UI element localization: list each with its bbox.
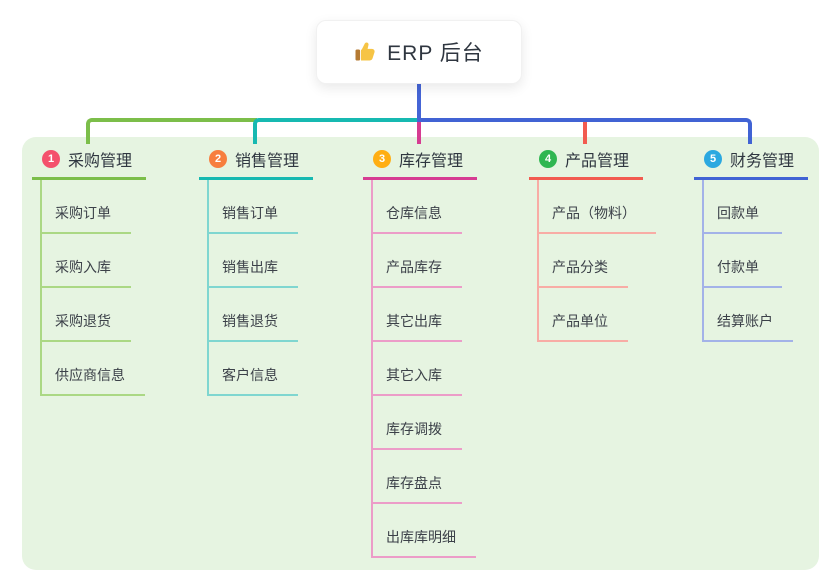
branch-node-4: 4 产品管理 产品（物料）产品分类产品单位 bbox=[529, 147, 656, 342]
branch-node-3: 3 库存管理 仓库信息产品库存其它出库其它入库库存调拨库存盘点出库库明细 bbox=[363, 147, 477, 558]
connector-branch-5 bbox=[417, 118, 752, 144]
branch-item-list: 采购订单采购入库采购退货供应商信息 bbox=[40, 180, 146, 396]
mindmap-item[interactable]: 销售出库 bbox=[209, 234, 298, 288]
branch-number-badge: 2 bbox=[209, 150, 227, 168]
connector-branch-3 bbox=[417, 120, 421, 144]
mindmap-item[interactable]: 产品单位 bbox=[539, 288, 628, 342]
thumbs-up-icon bbox=[354, 40, 378, 64]
branch-node-1: 1 采购管理 采购订单采购入库采购退货供应商信息 bbox=[32, 147, 146, 396]
mindmap-item[interactable]: 出库库明细 bbox=[373, 504, 476, 558]
branch-title-label: 财务管理 bbox=[730, 153, 795, 170]
branch-title-label: 销售管理 bbox=[235, 153, 300, 170]
mindmap-item[interactable]: 采购入库 bbox=[42, 234, 131, 288]
mindmap-item[interactable]: 销售退货 bbox=[209, 288, 298, 342]
mindmap-item[interactable]: 结算账户 bbox=[704, 288, 793, 342]
branch-item-list: 回款单付款单结算账户 bbox=[702, 180, 808, 342]
root-label: ERP 后台 bbox=[387, 42, 484, 65]
branch-title[interactable]: 1 采购管理 bbox=[32, 147, 146, 180]
branch-title[interactable]: 5 财务管理 bbox=[694, 147, 808, 180]
branch-title[interactable]: 3 库存管理 bbox=[363, 147, 477, 180]
mindmap-item[interactable]: 产品库存 bbox=[373, 234, 462, 288]
branch-title-label: 产品管理 bbox=[565, 153, 630, 170]
connector-branch-2 bbox=[253, 118, 421, 144]
mindmap-root-node[interactable]: ERP 后台 bbox=[316, 20, 522, 84]
mindmap-item[interactable]: 库存调拨 bbox=[373, 396, 462, 450]
branch-title-label: 库存管理 bbox=[399, 153, 464, 170]
branch-number-badge: 1 bbox=[42, 150, 60, 168]
mindmap-item[interactable]: 客户信息 bbox=[209, 342, 298, 396]
mindmap-item[interactable]: 回款单 bbox=[704, 180, 782, 234]
branch-title[interactable]: 2 销售管理 bbox=[199, 147, 313, 180]
mindmap-item[interactable]: 产品（物料） bbox=[539, 180, 656, 234]
connector-root-trunk bbox=[417, 84, 421, 122]
branches-panel bbox=[22, 137, 819, 570]
connector-branch-1 bbox=[86, 118, 257, 144]
mindmap-item[interactable]: 付款单 bbox=[704, 234, 782, 288]
connector-branch-4 bbox=[583, 120, 587, 144]
mindmap-item[interactable]: 采购退货 bbox=[42, 288, 131, 342]
mindmap-item[interactable]: 其它出库 bbox=[373, 288, 462, 342]
mindmap-item[interactable]: 产品分类 bbox=[539, 234, 628, 288]
branch-node-5: 5 财务管理 回款单付款单结算账户 bbox=[694, 147, 808, 342]
mindmap-item[interactable]: 采购订单 bbox=[42, 180, 131, 234]
branch-item-list: 产品（物料）产品分类产品单位 bbox=[537, 180, 656, 342]
branch-number-badge: 3 bbox=[373, 150, 391, 168]
mindmap-item[interactable]: 供应商信息 bbox=[42, 342, 145, 396]
mindmap-item[interactable]: 销售订单 bbox=[209, 180, 298, 234]
branch-node-2: 2 销售管理 销售订单销售出库销售退货客户信息 bbox=[199, 147, 313, 396]
branch-title[interactable]: 4 产品管理 bbox=[529, 147, 643, 180]
mindmap-item[interactable]: 库存盘点 bbox=[373, 450, 462, 504]
branch-item-list: 销售订单销售出库销售退货客户信息 bbox=[207, 180, 313, 396]
mindmap-item[interactable]: 其它入库 bbox=[373, 342, 462, 396]
branch-number-badge: 4 bbox=[539, 150, 557, 168]
branch-item-list: 仓库信息产品库存其它出库其它入库库存调拨库存盘点出库库明细 bbox=[371, 180, 477, 558]
mindmap-item[interactable]: 仓库信息 bbox=[373, 180, 462, 234]
branch-number-badge: 5 bbox=[704, 150, 722, 168]
branch-title-label: 采购管理 bbox=[68, 153, 133, 170]
